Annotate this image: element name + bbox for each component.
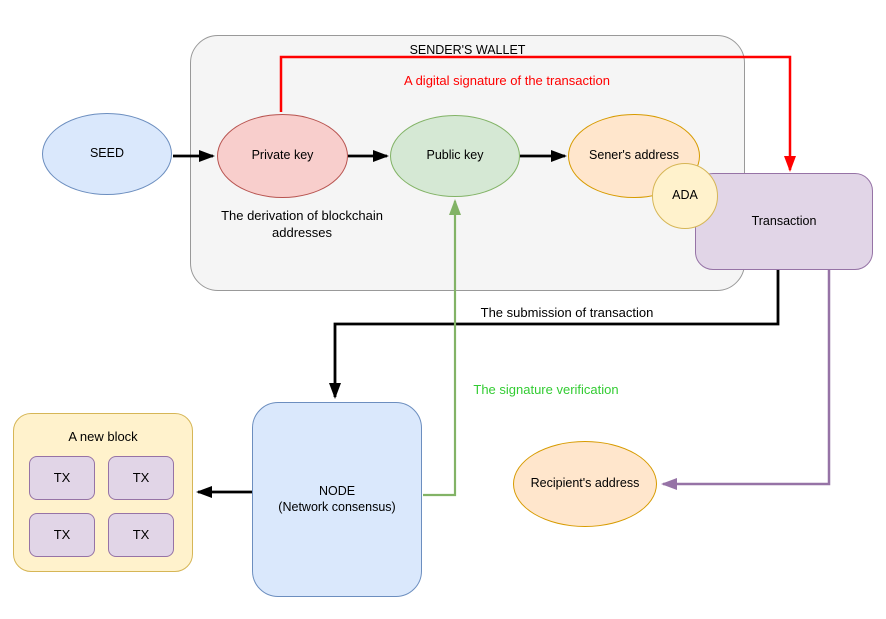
recipients-address-label: Recipient's address — [530, 476, 640, 491]
derivation-annotation-line1: The derivation of blockchain — [221, 208, 383, 223]
digital-signature-annotation: A digital signature of the transaction — [404, 73, 610, 88]
senders-wallet-title: SENDER'S WALLET — [409, 43, 526, 57]
verification-annotation: The signature verification — [473, 382, 619, 397]
tx-box-4: TX — [108, 513, 174, 557]
tx-label: TX — [53, 526, 71, 542]
node-consensus-node: NODE (Network consensus) — [252, 402, 422, 597]
seed-node: SEED — [42, 113, 172, 195]
transaction-label: Transaction — [751, 213, 817, 228]
new-block-container: A new block TX TX TX TX — [13, 413, 193, 572]
new-block-title: A new block — [68, 429, 138, 444]
transaction-node: Transaction — [695, 173, 873, 270]
node-label-line2: (Network consensus) — [278, 499, 396, 514]
tx-box-3: TX — [29, 513, 95, 557]
public-key-label: Public key — [426, 148, 484, 163]
seed-label: SEED — [89, 146, 125, 161]
tx-box-1: TX — [29, 456, 95, 500]
ada-coin-label: ADA — [672, 188, 698, 203]
tx-box-2: TX — [108, 456, 174, 500]
submission-annotation: The submission of transaction — [480, 305, 654, 320]
derivation-annotation: The derivation of blockchain addresses — [192, 207, 412, 241]
public-key-node: Public key — [390, 115, 520, 197]
arrow-transaction-to-recipients-address — [661, 270, 831, 490]
private-key-label: Private key — [251, 148, 314, 163]
private-key-node: Private key — [217, 114, 348, 198]
tx-label: TX — [53, 469, 71, 485]
ada-coin-node: ADA — [652, 163, 718, 229]
node-label-line1: NODE — [318, 483, 356, 498]
tx-label: TX — [132, 526, 150, 542]
senders-address-label: Sener's address — [589, 148, 679, 163]
derivation-annotation-line2: addresses — [272, 225, 332, 240]
recipients-address-node: Recipient's address — [513, 441, 657, 527]
tx-label: TX — [132, 469, 150, 485]
